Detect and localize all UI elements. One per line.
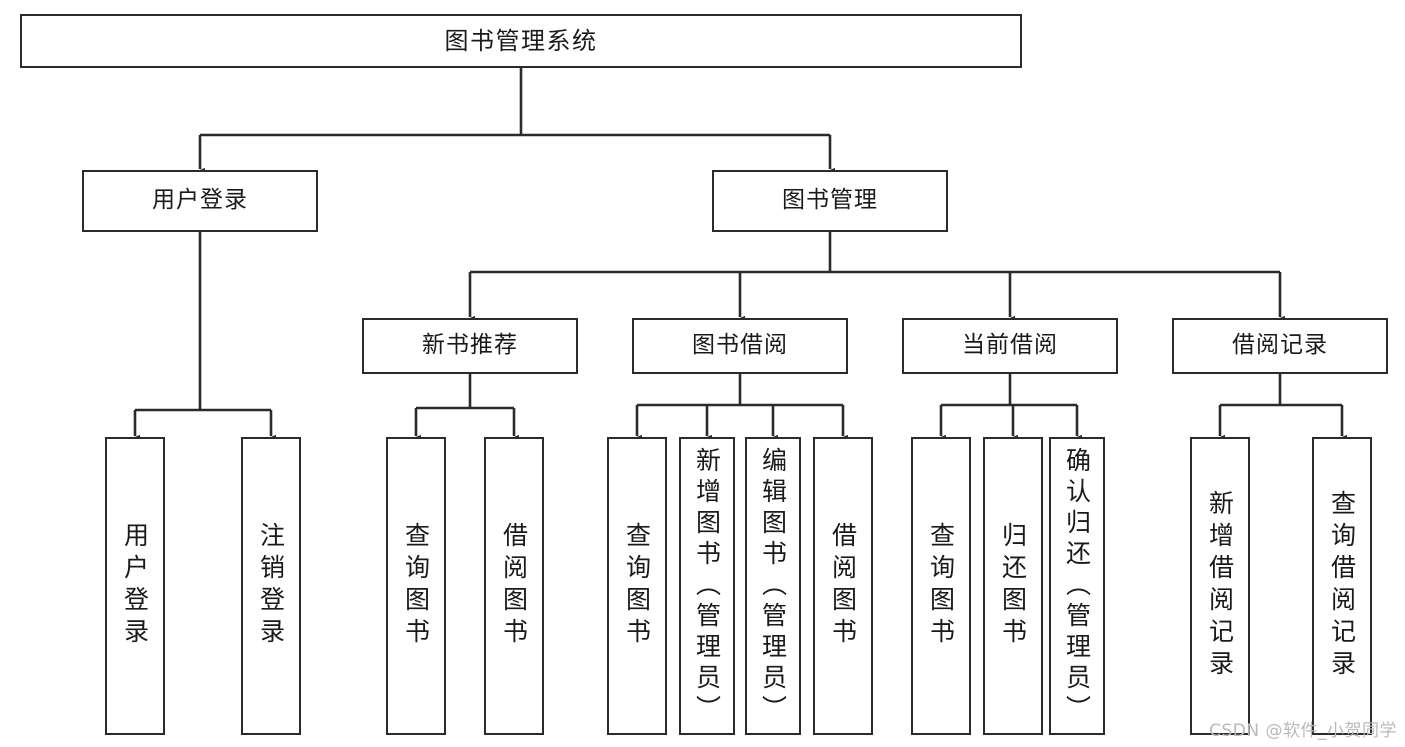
- node-label: 图书管理: [782, 187, 878, 214]
- node-label: 查询图书: [401, 522, 431, 650]
- node-leaf-cu-query[interactable]: 查询图书: [911, 437, 971, 735]
- node-leaf-nb-query[interactable]: 查询图书: [386, 437, 446, 735]
- node-leaf-bo-borrow[interactable]: 借阅图书: [813, 437, 873, 735]
- node-leaf-rc-add[interactable]: 新增借阅记录: [1190, 437, 1250, 735]
- node-borrow[interactable]: 图书借阅: [632, 318, 848, 374]
- node-label: 归还图书: [998, 522, 1028, 650]
- node-label: 图书管理系统: [444, 26, 598, 55]
- node-label: 用户登录: [152, 187, 248, 214]
- node-label: 用户登录: [120, 522, 150, 650]
- node-leaf-cu-return[interactable]: 归还图书: [983, 437, 1043, 735]
- node-label: 图书借阅: [692, 332, 788, 359]
- node-leaf-bo-query[interactable]: 查询图书: [607, 437, 667, 735]
- node-label: 确认归还（管理员）: [1062, 446, 1092, 726]
- node-bookmgmt[interactable]: 图书管理: [712, 170, 948, 232]
- node-leaf-user-login[interactable]: 用户登录: [105, 437, 165, 735]
- node-leaf-cu-confirm[interactable]: 确认归还（管理员）: [1049, 437, 1105, 735]
- node-newbook[interactable]: 新书推荐: [362, 318, 578, 374]
- node-label: 新书推荐: [422, 332, 518, 359]
- node-leaf-nb-borrow[interactable]: 借阅图书: [484, 437, 544, 735]
- node-leaf-bo-add[interactable]: 新增图书（管理员）: [679, 437, 735, 735]
- node-label: 借阅图书: [499, 522, 529, 650]
- node-label: 新增图书（管理员）: [692, 446, 722, 726]
- node-label: 查询借阅记录: [1327, 490, 1357, 682]
- node-label: 借阅记录: [1232, 332, 1328, 359]
- node-login[interactable]: 用户登录: [82, 170, 318, 232]
- node-root[interactable]: 图书管理系统: [20, 14, 1022, 68]
- node-label: 新增借阅记录: [1205, 490, 1235, 682]
- node-leaf-user-logout[interactable]: 注销登录: [241, 437, 301, 735]
- node-label: 借阅图书: [828, 522, 858, 650]
- node-leaf-bo-edit[interactable]: 编辑图书（管理员）: [745, 437, 801, 735]
- node-label: 查询图书: [926, 522, 956, 650]
- node-label: 当前借阅: [962, 332, 1058, 359]
- node-current[interactable]: 当前借阅: [902, 318, 1118, 374]
- node-leaf-rc-query[interactable]: 查询借阅记录: [1312, 437, 1372, 735]
- node-label: 编辑图书（管理员）: [758, 446, 788, 726]
- node-label: 注销登录: [256, 522, 286, 650]
- node-label: 查询图书: [622, 522, 652, 650]
- csdn-watermark: CSDN @软件_小贺同学: [1209, 721, 1397, 741]
- node-records[interactable]: 借阅记录: [1172, 318, 1388, 374]
